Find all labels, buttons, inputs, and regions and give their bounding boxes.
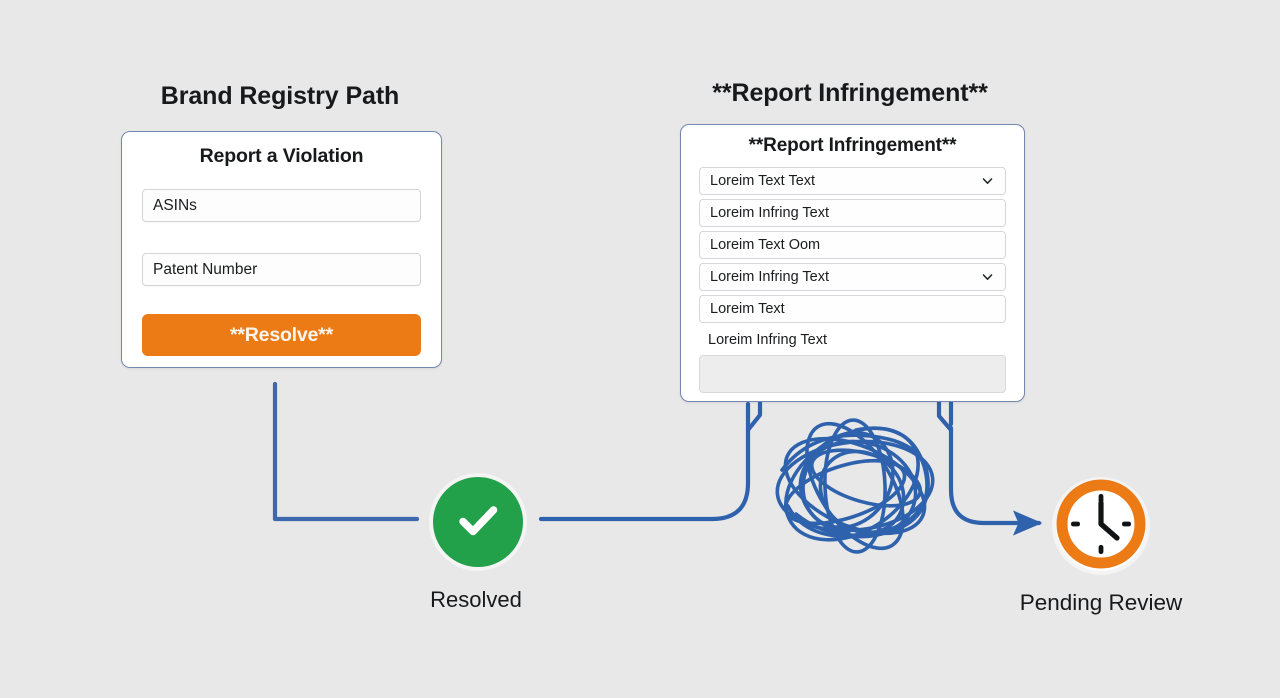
check-circle-icon xyxy=(449,491,507,554)
chevron-down-icon xyxy=(981,271,994,284)
report-violation-form: ASINs Patent Number **Resolve** xyxy=(122,189,441,356)
report-infringement-form: Loreim Text Text Loreim Infring Text Lor… xyxy=(681,167,1024,393)
connector-left-card-to-resolved xyxy=(272,381,420,522)
asins-input-value: ASINs xyxy=(153,196,197,214)
tangle-scribble xyxy=(775,418,935,554)
pending-review-status-label: Pending Review xyxy=(1019,590,1183,615)
notes-textarea[interactable] xyxy=(699,355,1006,393)
patent-number-input-value: Patent Number xyxy=(153,260,258,278)
patent-number-input[interactable]: Patent Number xyxy=(142,253,421,286)
connector-card-stub-right-b xyxy=(936,399,954,433)
pending-review-status-badge xyxy=(1052,477,1150,575)
resolved-status-label: Resolved xyxy=(430,587,522,612)
infringement-row-1-dropdown[interactable]: Loreim Text Text xyxy=(699,167,1006,195)
infringement-row-5-label: Loreim Text xyxy=(710,301,785,317)
infringement-row-2-label: Loreim Infring Text xyxy=(710,205,830,221)
heading-report-infringement: **Report Infringement** xyxy=(712,79,988,107)
infringement-row-3-label: Loreim Text Oom xyxy=(710,237,821,253)
infringement-row-1-label: Loreim Text Text xyxy=(710,173,816,189)
resolved-status-badge xyxy=(429,473,527,571)
connector-card-stub-left-b xyxy=(745,399,763,433)
clock-icon xyxy=(1056,479,1146,574)
infringement-row-4-dropdown[interactable]: Loreim Infring Text xyxy=(699,263,1006,291)
chevron-down-icon xyxy=(981,175,994,188)
card-title-report-a-violation: Report a Violation xyxy=(199,145,364,167)
card-title-report-infringement: **Report Infringement** xyxy=(748,135,957,156)
infringement-row-6-label: Loreim Infring Text xyxy=(708,332,828,348)
asins-input[interactable]: ASINs xyxy=(142,189,421,222)
infringement-row-3-input[interactable]: Loreim Text Oom xyxy=(699,231,1006,259)
infringement-row-2-input[interactable]: Loreim Infring Text xyxy=(699,199,1006,227)
infringement-row-4-label: Loreim Infring Text xyxy=(710,269,830,285)
connector-card-to-pending-review xyxy=(948,425,1043,536)
infringement-row-5-input[interactable]: Loreim Text xyxy=(699,295,1006,323)
resolve-button-label: **Resolve** xyxy=(230,323,333,346)
report-violation-card: Report a Violation ASINs Patent Number *… xyxy=(121,131,442,368)
heading-brand-registry-path: Brand Registry Path xyxy=(160,82,400,110)
connector-resolved-to-report-card xyxy=(538,427,751,522)
report-infringement-card: **Report Infringement** Loreim Text Text… xyxy=(680,124,1025,402)
infringement-row-6-label-text: Loreim Infring Text xyxy=(699,327,1006,353)
resolve-button[interactable]: **Resolve** xyxy=(142,314,421,356)
